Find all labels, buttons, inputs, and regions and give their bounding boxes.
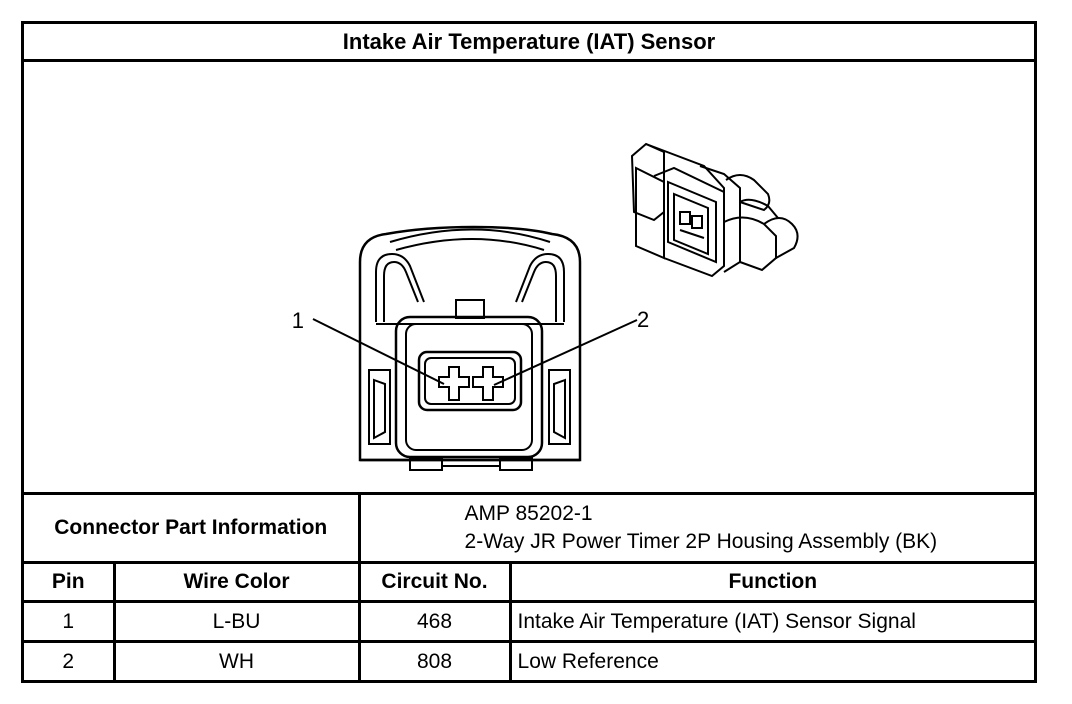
- function-cell: Intake Air Temperature (IAT) Sensor Sign…: [508, 600, 1035, 643]
- connector-description: 2-Way JR Power Timer 2P Housing Assembly…: [464, 530, 938, 553]
- circuit-cell: 468: [357, 600, 512, 643]
- header-circuit-no: Circuit No.: [357, 561, 512, 603]
- pin-cell: 1: [24, 600, 116, 643]
- header-wire-color: Wire Color: [112, 561, 361, 603]
- connector-illustration: 1 2: [292, 142, 799, 471]
- connector-part-info-row: Connector Part Information AMP 85202-1 2…: [24, 492, 1035, 564]
- circuit-cell: 808: [357, 640, 512, 680]
- table-row: 2 WH 808 Low Reference: [24, 640, 1035, 680]
- connector-figure: 1 2: [24, 62, 1034, 492]
- pin-1-callout: 1: [292, 308, 304, 333]
- header-function: Function: [508, 561, 1035, 603]
- connector-diagram-frame: Intake Air Temperature (IAT) Sensor: [21, 21, 1037, 683]
- wire-color-cell: L-BU: [112, 600, 361, 643]
- header-pin: Pin: [24, 561, 116, 603]
- wire-color-cell: WH: [112, 640, 361, 680]
- connector-info-table: Connector Part Information AMP 85202-1 2…: [24, 492, 1035, 680]
- connector-part-info-value: AMP 85202-1 2-Way JR Power Timer 2P Hous…: [357, 492, 1035, 564]
- connector-iso-drawing: [630, 142, 799, 278]
- pin-2-callout: 2: [637, 307, 649, 332]
- pin-cell: 2: [24, 640, 116, 680]
- table-row: 1 L-BU 468 Intake Air Temperature (IAT) …: [24, 600, 1035, 643]
- function-cell: Low Reference: [508, 640, 1035, 680]
- table-header-row: Pin Wire Color Circuit No. Function: [24, 561, 1035, 603]
- connector-part-number: AMP 85202-1: [464, 502, 593, 525]
- connector-face-drawing: [312, 225, 638, 471]
- diagram-title: Intake Air Temperature (IAT) Sensor: [24, 24, 1034, 62]
- connector-part-info-label: Connector Part Information: [24, 492, 361, 564]
